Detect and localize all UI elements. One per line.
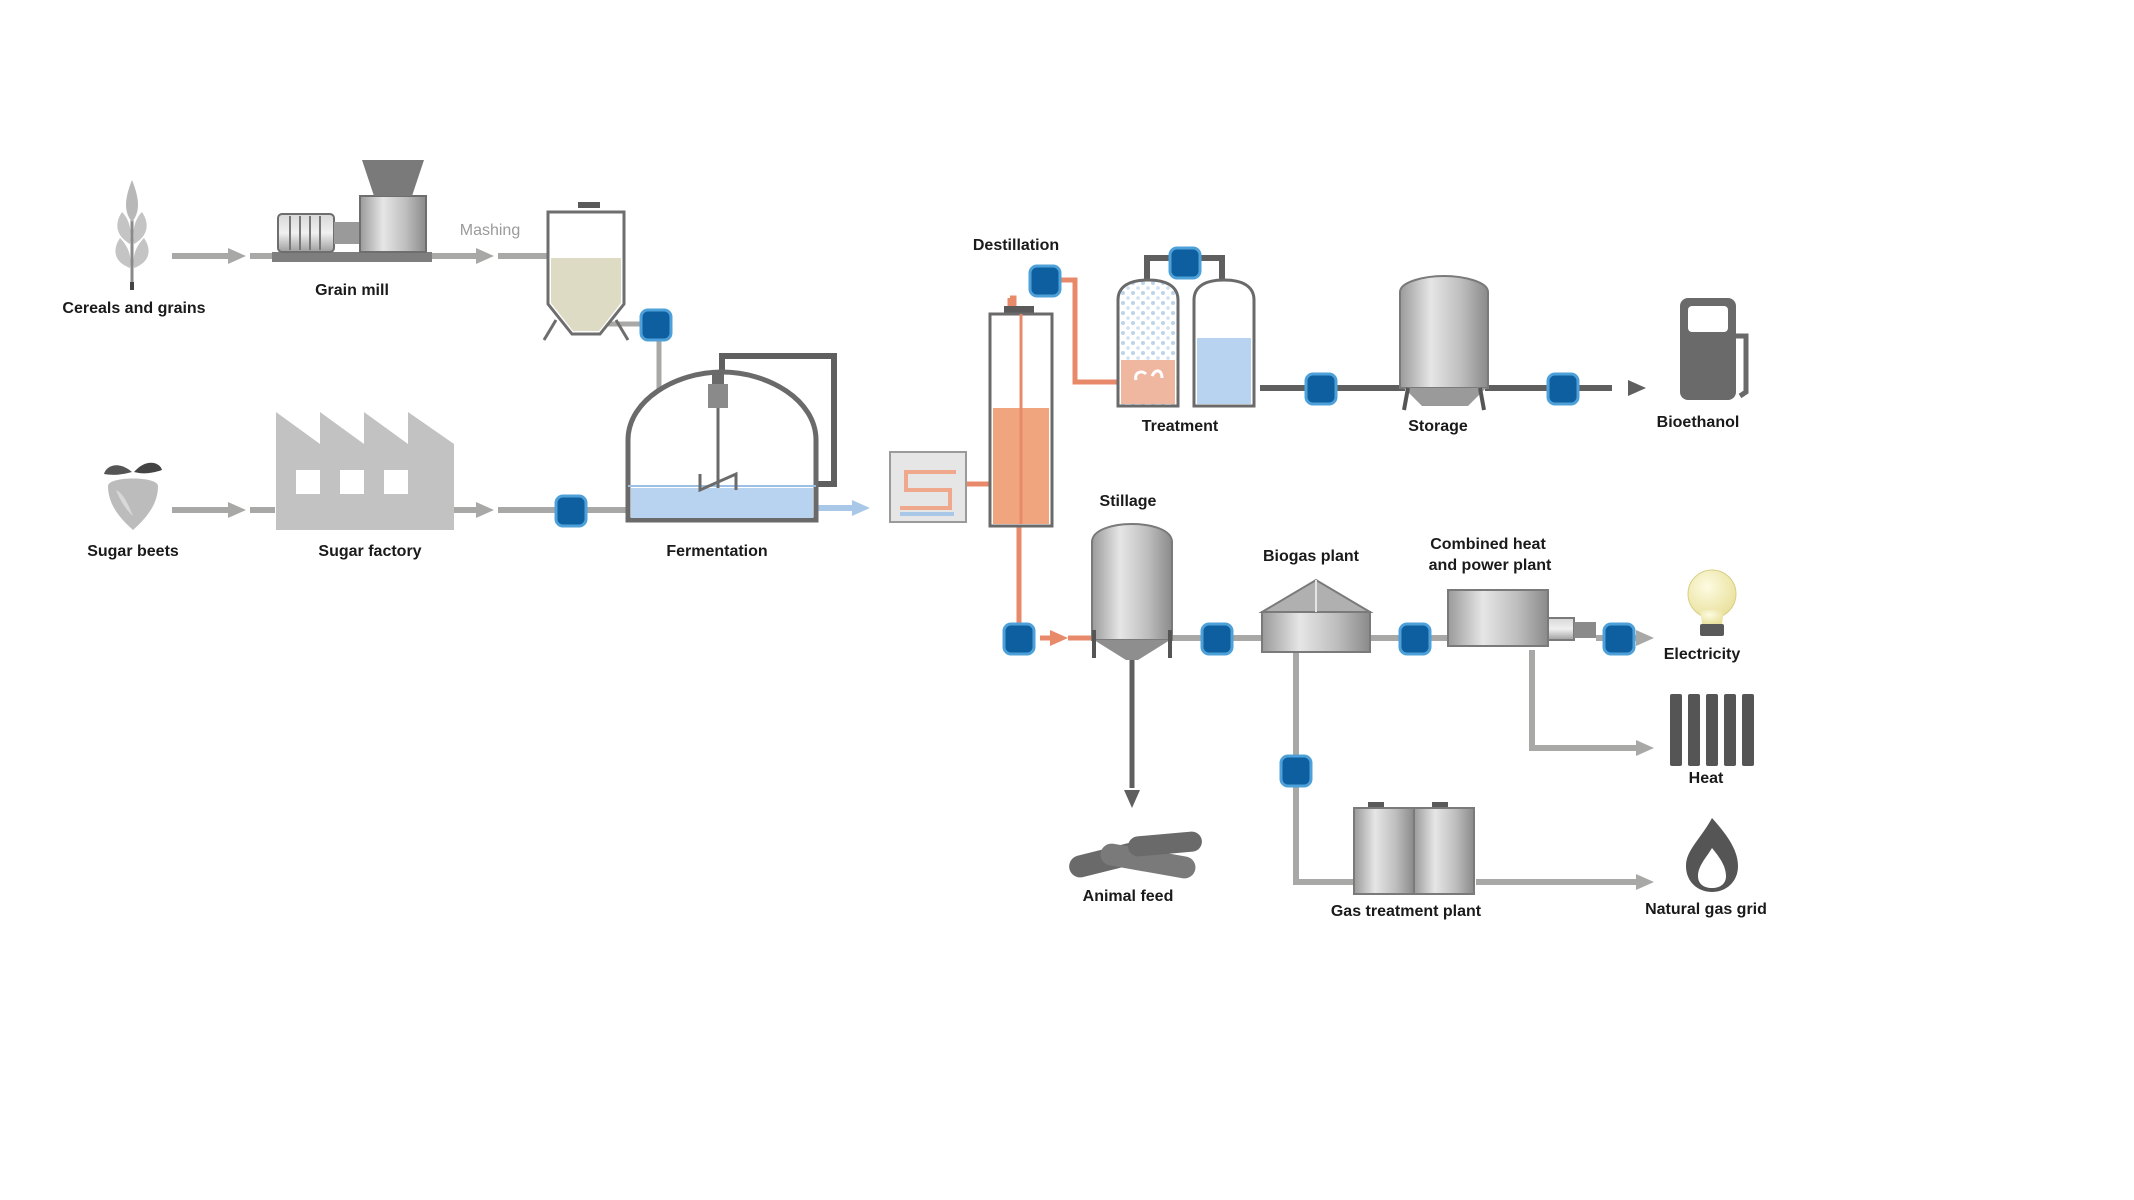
valve (1304, 372, 1338, 406)
label-bioethanol: Bioethanol (1657, 414, 1740, 431)
label-cereals-and-grains: Cereals and grains (62, 300, 205, 317)
label-treatment: Treatment (1142, 418, 1219, 435)
label-chp-line2: and power plant (1429, 557, 1552, 574)
labels: Cereals and grains Grain mill Mashing Su… (62, 222, 1766, 920)
gas-treatment-plant (1353, 802, 1475, 895)
label-mashing: Mashing (460, 222, 520, 239)
label-biogas-plant: Biogas plant (1263, 548, 1360, 565)
valve (1168, 246, 1202, 280)
biogas-plant (1258, 578, 1374, 653)
valve (554, 494, 588, 528)
valve (639, 308, 673, 342)
label-stillage: Stillage (1100, 493, 1157, 510)
label-chp-line1: Combined heat (1430, 536, 1546, 553)
distillation-column (988, 306, 1054, 528)
label-grain-mill: Grain mill (315, 282, 389, 299)
valve (1546, 372, 1580, 406)
stillage-tank (1091, 522, 1173, 660)
label-storage: Storage (1408, 418, 1468, 435)
valve (1398, 622, 1432, 656)
valve (1602, 622, 1636, 656)
valves (554, 246, 1636, 788)
flame-icon (1686, 818, 1738, 892)
storage-tank (1399, 274, 1489, 411)
valve (1279, 754, 1313, 788)
label-fermentation: Fermentation (666, 543, 767, 560)
valve (1002, 622, 1036, 656)
light-bulb-icon (1687, 569, 1737, 636)
label-heat: Heat (1689, 770, 1724, 787)
grain-mill-machine (272, 160, 432, 262)
heat-exchanger (889, 451, 967, 523)
fuel-pump-icon (1680, 298, 1749, 400)
treatment-vessels (1116, 278, 1256, 408)
label-sugar-beets: Sugar beets (87, 543, 179, 560)
animal-feed-pellets-icon (1069, 831, 1202, 879)
label-natural-gas-grid: Natural gas grid (1645, 901, 1767, 918)
label-electricity: Electricity (1664, 646, 1741, 663)
mash-silo (542, 202, 630, 341)
label-gas-treatment-plant: Gas treatment plant (1331, 903, 1482, 920)
radiator-icon (1670, 694, 1754, 766)
chp-plant (1447, 589, 1596, 647)
valve (1028, 264, 1062, 298)
label-sugar-factory: Sugar factory (318, 543, 421, 560)
wheat-icon (115, 180, 149, 290)
factory-icon (276, 412, 454, 530)
label-distillation: Destillation (973, 237, 1059, 254)
beet-icon (104, 462, 162, 530)
fermentation-tank (625, 369, 819, 523)
valve (1200, 622, 1234, 656)
label-animal-feed: Animal feed (1083, 888, 1174, 905)
